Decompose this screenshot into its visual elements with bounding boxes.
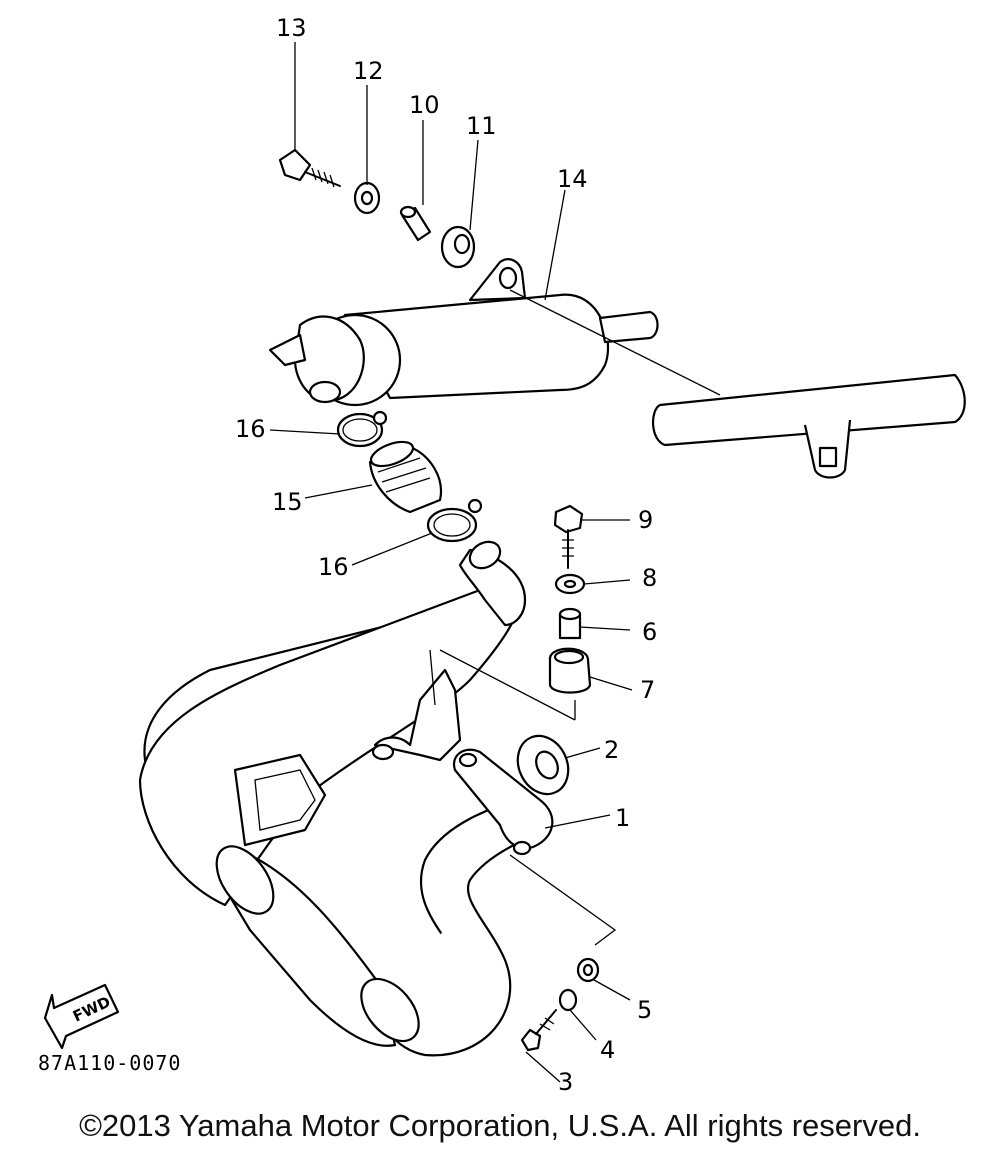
callout-14: 14 <box>557 165 588 193</box>
callout-12: 12 <box>353 57 384 85</box>
callout-8: 8 <box>642 564 657 592</box>
fwd-arrow-icon: FWD <box>43 983 120 1050</box>
assembly-lines <box>429 289 721 946</box>
callout-16-lower: 16 <box>318 553 349 581</box>
callout-11: 11 <box>466 112 497 140</box>
callout-6: 6 <box>642 618 657 646</box>
callout-3: 3 <box>558 1068 573 1096</box>
callout-10: 10 <box>409 91 440 119</box>
copyright-notice: ©2013 Yamaha Motor Corporation, U.S.A. A… <box>79 1108 921 1143</box>
callout-numbers: 13 12 10 11 14 16 15 16 9 8 6 7 2 1 5 4 … <box>235 14 657 1096</box>
frame-tube <box>652 373 966 479</box>
hardware-parts <box>278 148 600 1052</box>
silencer <box>268 258 659 407</box>
callout-9: 9 <box>638 506 653 534</box>
callout-15: 15 <box>272 488 303 516</box>
callout-5: 5 <box>637 996 652 1024</box>
exhaust-pipe <box>138 540 554 1057</box>
callout-2: 2 <box>604 736 619 764</box>
callout-13: 13 <box>276 14 307 42</box>
callout-1: 1 <box>615 804 630 832</box>
callout-16-upper: 16 <box>235 415 266 443</box>
callout-7: 7 <box>640 676 655 704</box>
callout-4: 4 <box>600 1036 615 1064</box>
diagram-part-code: 87A110-0070 <box>38 1051 181 1075</box>
leader-lines <box>269 42 633 1083</box>
